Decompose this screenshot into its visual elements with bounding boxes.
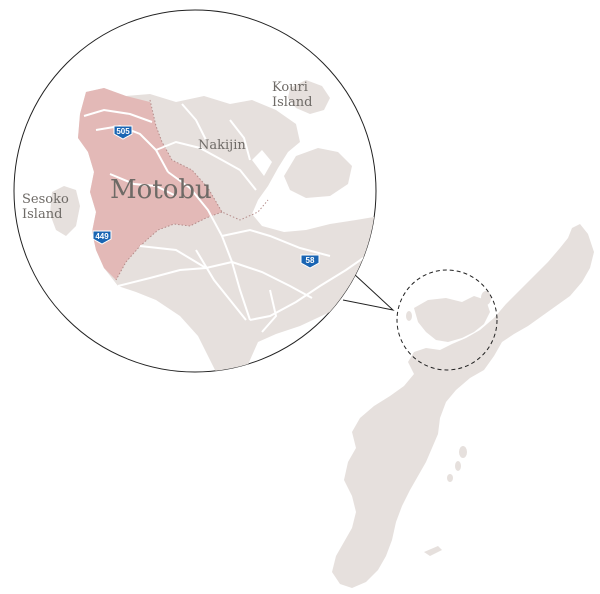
route-shield-icon xyxy=(92,230,112,245)
sesoko-island xyxy=(50,186,80,236)
kouri-island xyxy=(288,80,330,114)
svg-text:58: 58 xyxy=(306,256,315,265)
route-shield-icon xyxy=(113,125,133,140)
sesoko-label-line2: Island xyxy=(22,207,62,222)
yagaji-islet xyxy=(284,148,352,198)
svg-text:449: 449 xyxy=(95,232,109,241)
callout-pointer xyxy=(342,273,395,311)
sesoko-label-line1: Sesoko xyxy=(22,192,69,207)
route-shield-icon xyxy=(300,254,320,269)
route-shield-449: 449 xyxy=(92,230,112,245)
nakijin-label: Nakijin xyxy=(198,138,246,153)
svg-text:505: 505 xyxy=(116,127,130,136)
okinawa-main-island xyxy=(332,224,594,588)
motobu-highlight xyxy=(78,88,222,280)
zoomed-map xyxy=(50,80,376,372)
motobu-label: Motobu xyxy=(110,175,212,205)
locator-circle xyxy=(396,269,498,371)
route-shield-505: 505 xyxy=(113,125,133,140)
kouri-label-line1: Kouri xyxy=(272,80,308,95)
kouri-label-line2: Island xyxy=(272,95,312,110)
route-shield-58: 58 xyxy=(300,254,320,269)
